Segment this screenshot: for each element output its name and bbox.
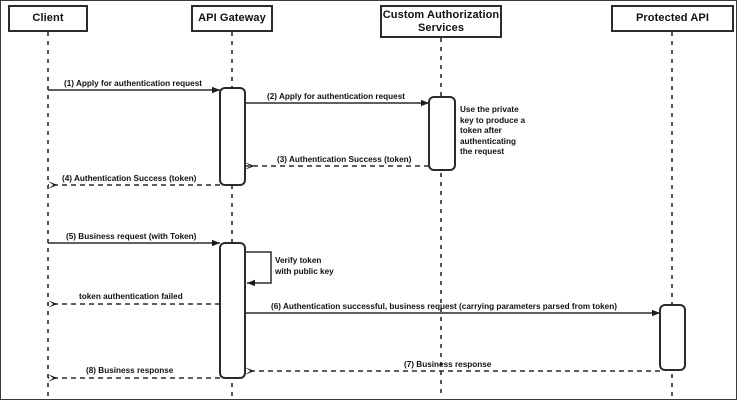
participant-box-client[interactable]: Client — [8, 5, 88, 32]
note-note-private-key: Use the private key to produce a token a… — [460, 105, 526, 156]
message-label-m7: (7) Business response — [404, 360, 492, 369]
message-label-m1: (1) Apply for authentication request — [64, 79, 202, 88]
message-label-m3: (3) Authentication Success (token) — [277, 155, 412, 164]
participant-label-protected_api: Protected API — [635, 12, 710, 24]
participant-box-protected_api[interactable]: Protected API — [611, 5, 734, 32]
activation-bar-api_gateway — [219, 87, 246, 186]
participant-box-custom_auth[interactable]: Custom Authorization Services — [380, 5, 502, 38]
participant-label-client: Client — [32, 12, 64, 24]
participant-box-api_gateway[interactable]: API Gateway — [191, 5, 273, 32]
participant-label-api_gateway: API Gateway — [198, 12, 266, 24]
message-label-m4: (4) Authentication Success (token) — [62, 174, 197, 183]
message-label-m6: (6) Authentication successful, business … — [271, 302, 617, 311]
message-lines-group — [48, 86, 660, 382]
message-label-m5: (5) Business request (with Token) — [66, 232, 197, 241]
activation-bar-custom_auth — [428, 96, 456, 171]
message-label-m8: (8) Business response — [86, 366, 174, 375]
activation-bars-group — [219, 87, 686, 379]
message-label-m-fail: token authentication failed — [79, 292, 183, 301]
activation-bar-api_gateway — [219, 242, 246, 379]
lifelines-group — [47, 32, 673, 396]
self-message-label-self-verify: Verify token with public key — [275, 256, 334, 276]
activation-bar-protected_api — [659, 304, 686, 371]
message-label-m2: (2) Apply for authentication request — [267, 92, 405, 101]
participant-label-custom_auth: Custom Authorization Services — [382, 8, 500, 34]
self-message-self-verify — [245, 251, 272, 287]
